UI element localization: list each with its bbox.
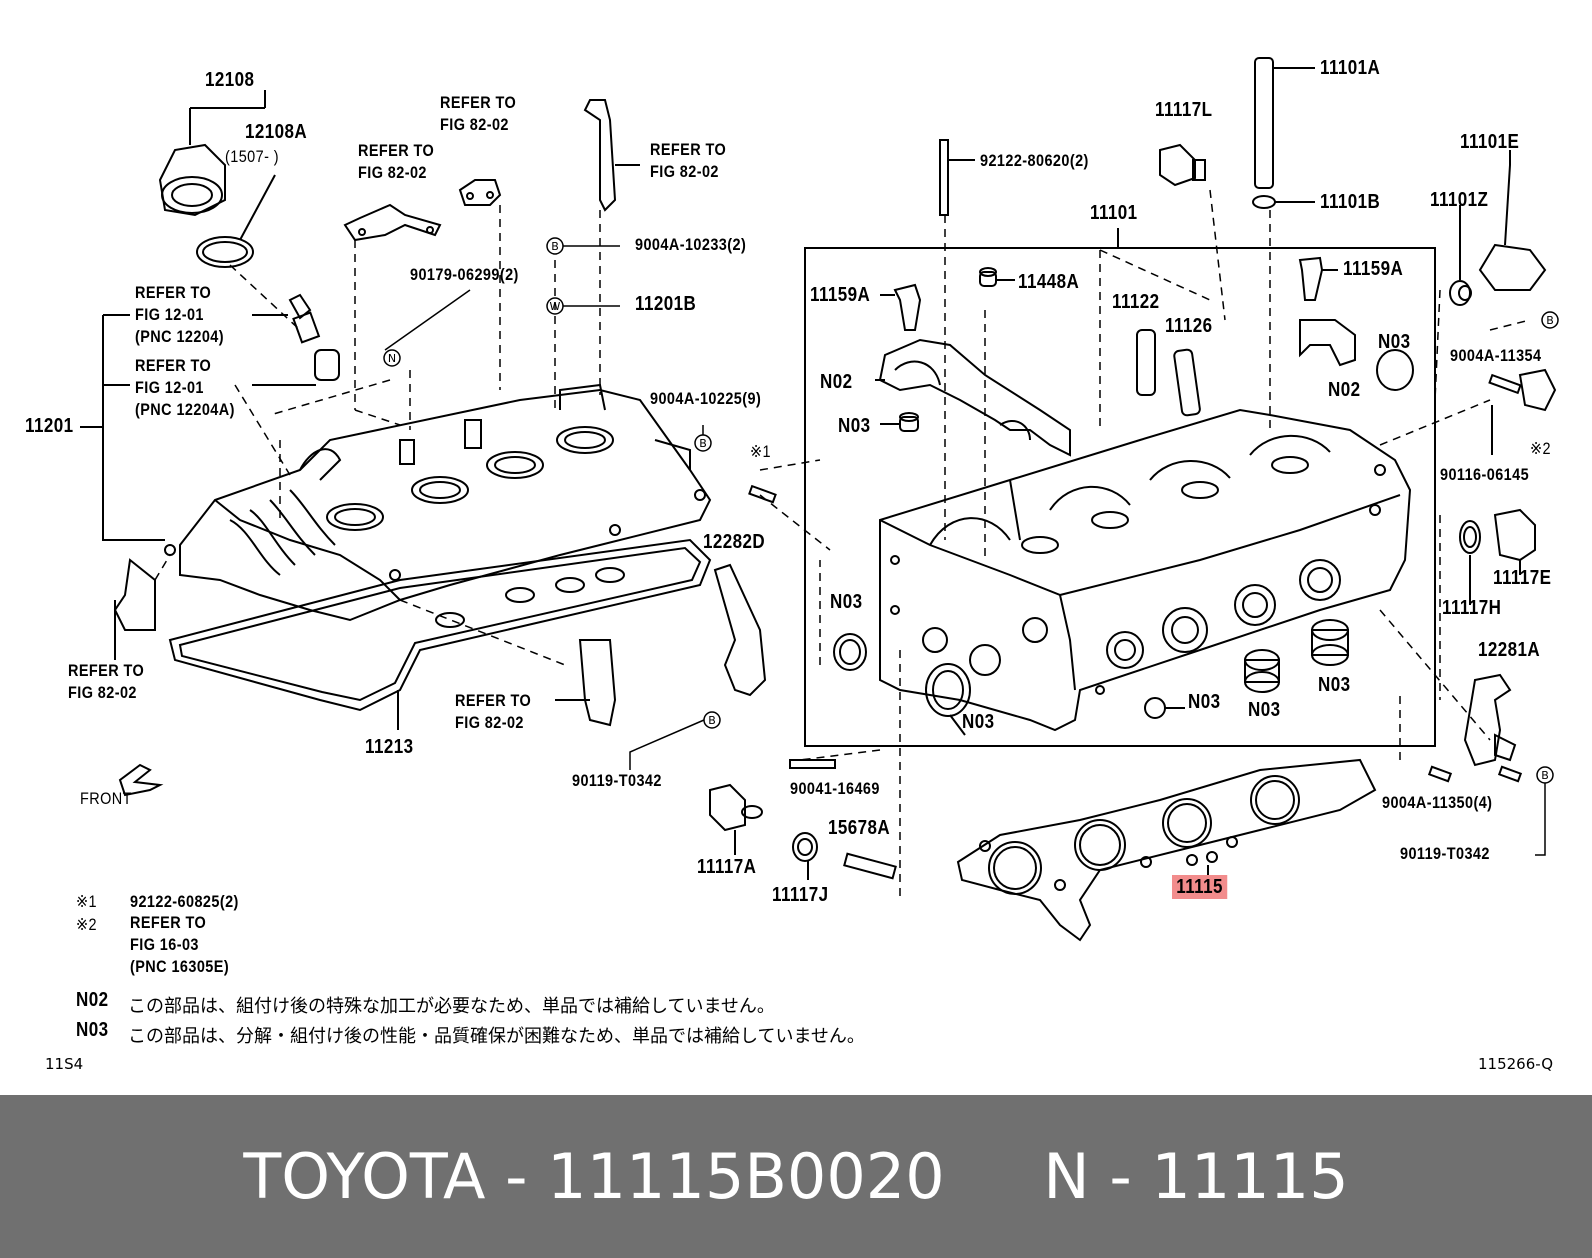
head-gasket bbox=[956, 758, 1377, 942]
footer-title: TOYOTA - 11115B0020 N - 11115 bbox=[243, 1140, 1349, 1213]
label-n03-g[interactable]: N03 bbox=[1318, 674, 1351, 696]
code-right: 115266-Q bbox=[1478, 1055, 1554, 1073]
label-11213[interactable]: 11213 bbox=[365, 736, 414, 758]
dashed-leaders bbox=[154, 189, 1531, 900]
label-n03-e[interactable]: N03 bbox=[1188, 691, 1221, 713]
valve-cover bbox=[164, 383, 712, 622]
label-9004a-10233[interactable]: 9004A-10233(2) bbox=[635, 235, 747, 254]
cylinder-head-frame bbox=[804, 247, 1436, 747]
note-n03-symbol: N03 bbox=[76, 1019, 109, 1041]
fasteners bbox=[748, 57, 1523, 880]
label-11159a-left[interactable]: 11159A bbox=[810, 284, 871, 306]
label-12108a-note: (1507- ) bbox=[225, 147, 280, 166]
footer-bar: TOYOTA - 11115B0020 N - 11115 bbox=[0, 1095, 1592, 1258]
label-11117h[interactable]: 11117H bbox=[1442, 597, 1502, 619]
label-n02-b[interactable]: N02 bbox=[1328, 379, 1361, 401]
label-15678a[interactable]: 15678A bbox=[828, 817, 891, 839]
svg-text:B: B bbox=[1546, 314, 1554, 327]
front-arrow-icon bbox=[118, 763, 164, 797]
label-11101b[interactable]: 11101B bbox=[1320, 191, 1381, 213]
svg-text:N: N bbox=[388, 352, 396, 365]
label-11101z[interactable]: 11101Z bbox=[1430, 189, 1489, 211]
label-92122-80620[interactable]: 92122-80620(2) bbox=[980, 151, 1089, 170]
label-front: FRONT bbox=[80, 789, 132, 808]
label-n03-f[interactable]: N03 bbox=[1248, 699, 1281, 721]
label-90119-a[interactable]: 90119-T0342 bbox=[572, 771, 662, 790]
label-12281a[interactable]: 12281A bbox=[1478, 639, 1541, 661]
label-n02-a[interactable]: N02 bbox=[820, 371, 853, 393]
camshaft-parts bbox=[709, 150, 1557, 880]
note-mark2-text: REFER TO FIG 16-03 (PNC 16305E) bbox=[130, 913, 230, 976]
pcv-valve bbox=[80, 293, 340, 541]
label-11101[interactable]: 11101 bbox=[1090, 202, 1138, 224]
cylinder-head bbox=[879, 408, 1412, 732]
label-11201b[interactable]: 11201B bbox=[635, 293, 697, 315]
label-11101e[interactable]: 11101E bbox=[1460, 131, 1520, 153]
diagram-drawing: B W N B B B B bbox=[80, 57, 1559, 942]
label-n03-b[interactable]: N03 bbox=[1378, 331, 1411, 353]
label-refer-8202-e: REFER TO FIG 82-02 bbox=[455, 691, 532, 732]
label-12108[interactable]: 12108 bbox=[205, 69, 255, 91]
label-9004a-11350[interactable]: 9004A-11350(4) bbox=[1382, 793, 1493, 812]
label-9004a-11354[interactable]: 9004A-11354 bbox=[1450, 346, 1542, 365]
svg-text:B: B bbox=[708, 714, 716, 727]
note-mark1-symbol: ※1 bbox=[76, 892, 97, 911]
label-11126[interactable]: 11126 bbox=[1165, 315, 1213, 337]
svg-text:B: B bbox=[699, 437, 707, 450]
label-11115-highlighted[interactable]: 11115 bbox=[1172, 875, 1228, 899]
circle-markers bbox=[383, 237, 1559, 856]
oil-filler-cap bbox=[158, 90, 276, 268]
label-11201[interactable]: 11201 bbox=[25, 415, 74, 437]
svg-text:W: W bbox=[550, 300, 561, 313]
label-refer-8202-d: REFER TO FIG 82-02 bbox=[68, 661, 145, 702]
label-11101a[interactable]: 11101A bbox=[1320, 57, 1381, 79]
note-n02-text: この部品は、組付け後の特殊な加工が必要なため、単品では補給していません。 bbox=[128, 996, 775, 1017]
label-n03-a[interactable]: N03 bbox=[838, 415, 871, 437]
label-refer-8202-b: REFER TO FIG 82-02 bbox=[358, 141, 435, 182]
label-11122[interactable]: 11122 bbox=[1112, 291, 1160, 313]
circle-marker-letters: B W N B B B B bbox=[388, 240, 1554, 782]
note-n02-symbol: N02 bbox=[76, 989, 109, 1011]
label-90041[interactable]: 90041-16469 bbox=[790, 779, 880, 798]
label-mark2: ※2 bbox=[1530, 439, 1551, 458]
note-n03-text: この部品は、分解・組付け後の性能・品質確保が困難なため、単品では補給していません… bbox=[128, 1026, 865, 1047]
label-12108a[interactable]: 12108A bbox=[245, 121, 308, 143]
cylinder-head-diagram: B W N B B B B 12108 12108A (1507- ) REFER T… bbox=[25, 57, 1559, 1073]
label-11117j[interactable]: 11117J bbox=[772, 884, 829, 906]
code-left: 11S4 bbox=[45, 1055, 84, 1073]
label-mark1: ※1 bbox=[750, 442, 771, 461]
label-9004a-10225[interactable]: 9004A-10225(9) bbox=[650, 389, 762, 408]
label-90119-b[interactable]: 90119-T0342 bbox=[1400, 844, 1490, 863]
label-refer-1201-b: REFER TO FIG 12-01 (PNC 12204A) bbox=[135, 356, 235, 419]
label-11117l[interactable]: 11117L bbox=[1155, 99, 1213, 121]
note-mark2-symbol: ※2 bbox=[76, 915, 97, 934]
label-refer-8202-a: REFER TO FIG 82-02 bbox=[440, 93, 517, 134]
note-mark1-text: 92122-60825(2) bbox=[130, 892, 239, 911]
label-11117a[interactable]: 11117A bbox=[697, 856, 757, 878]
label-90116[interactable]: 90116-06145 bbox=[1440, 465, 1530, 484]
label-90179[interactable]: 90179-06299(2) bbox=[410, 265, 519, 284]
label-refer-8202-c: REFER TO FIG 82-02 bbox=[650, 140, 727, 181]
svg-text:B: B bbox=[551, 240, 559, 253]
valve-cover-gasket bbox=[168, 538, 712, 730]
label-12282d[interactable]: 12282D bbox=[703, 531, 766, 553]
svg-text:B: B bbox=[1541, 769, 1549, 782]
label-11117e[interactable]: 11117E bbox=[1493, 567, 1552, 589]
label-n03-d[interactable]: N03 bbox=[962, 711, 995, 733]
label-n03-c[interactable]: N03 bbox=[830, 591, 863, 613]
label-refer-1201-a: REFER TO FIG 12-01 (PNC 12204) bbox=[135, 283, 225, 346]
brackets bbox=[113, 99, 1517, 767]
label-11159a-right[interactable]: 11159A bbox=[1343, 258, 1404, 280]
label-11448a[interactable]: 11448A bbox=[1018, 271, 1080, 293]
